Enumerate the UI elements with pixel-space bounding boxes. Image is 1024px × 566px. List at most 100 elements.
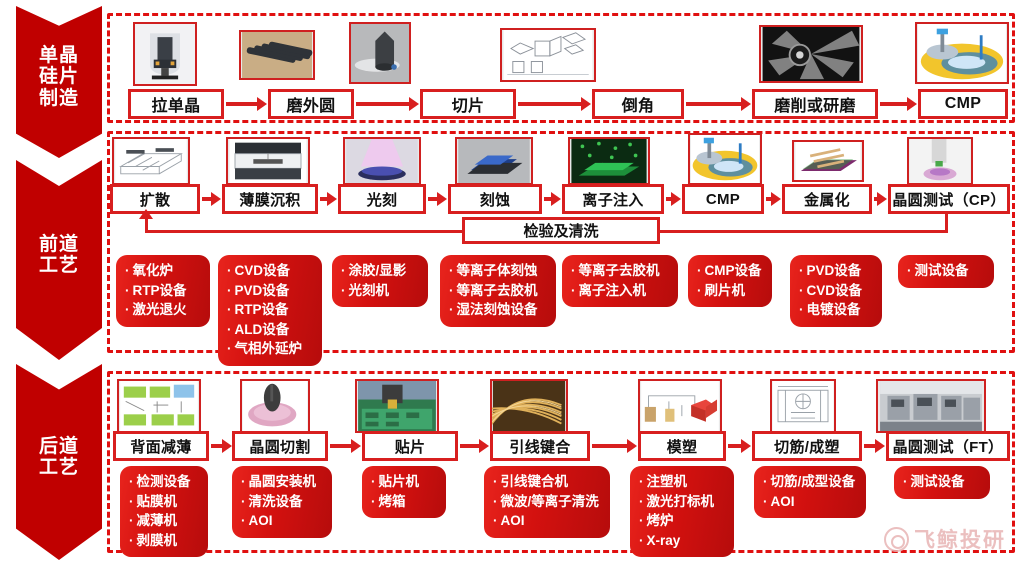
stage-label-line: 工艺 bbox=[38, 457, 79, 478]
equipment-item: 等离子去胶机 bbox=[571, 261, 670, 281]
thumb-etching-render bbox=[455, 137, 533, 185]
equipment-box-cp-test: 测试设备 bbox=[898, 255, 994, 288]
cmp-polish-art bbox=[918, 24, 1006, 82]
step-label: 倒角 bbox=[621, 98, 655, 115]
equipment-box-litho: 涂胶/显影 光刻机 bbox=[332, 255, 428, 308]
flow-arrow bbox=[226, 97, 267, 111]
step-label: 切片 bbox=[451, 98, 485, 115]
stage-label-line: 制造 bbox=[38, 87, 79, 109]
equipment-item: 烤箱 bbox=[371, 492, 438, 512]
stage-label-line: 单晶 bbox=[38, 45, 79, 67]
thumb-wafer-probe-render bbox=[907, 137, 973, 185]
step-box-3-5[interactable]: 模塑 bbox=[638, 431, 726, 461]
equipment-item: X-ray bbox=[639, 531, 726, 551]
step-box-3-6[interactable]: 切筋/成塑 bbox=[752, 431, 862, 461]
equipment-item: 贴膜机 bbox=[129, 492, 200, 512]
equipment-item: 激光打标机 bbox=[639, 492, 726, 512]
equipment-box-wire-bond: 引线键合机 微波/等离子清洗 AOI bbox=[484, 466, 610, 538]
step-label: 金属化 bbox=[804, 191, 850, 209]
flow-arrow bbox=[320, 192, 337, 206]
step-label: 光刻 bbox=[366, 191, 398, 209]
wafer-probe-art bbox=[909, 139, 971, 183]
flow-arrow bbox=[592, 439, 637, 453]
equipment-item: AOI bbox=[763, 492, 858, 512]
flow-arrow bbox=[356, 97, 419, 111]
equipment-item: 等离子去胶机 bbox=[449, 281, 548, 301]
stage-chevron-frontend: 前道 工艺 bbox=[16, 160, 102, 360]
step-box-3-1[interactable]: 背面减薄 bbox=[113, 431, 209, 461]
equipment-box-ft-test: 测试设备 bbox=[894, 466, 990, 499]
step-label: CMP bbox=[705, 190, 741, 208]
flow-arrow bbox=[766, 192, 781, 206]
thumb-backgrinding-diagram bbox=[117, 379, 201, 433]
thumb-ingot-grinding-photo bbox=[239, 30, 315, 80]
thumb-trim-form-diagram bbox=[770, 379, 836, 433]
step-label: 模塑 bbox=[666, 438, 698, 456]
thumb-metallization-render bbox=[792, 140, 864, 182]
die-attach-art bbox=[358, 381, 436, 431]
step-box-2-2[interactable]: 薄膜沉积 bbox=[222, 184, 318, 214]
equipment-item: 氧化炉 bbox=[125, 261, 202, 281]
stage-label-line: 后道 bbox=[38, 435, 79, 457]
thin-film-deposition-art bbox=[229, 139, 307, 183]
step-box-2-1[interactable]: 扩散 bbox=[110, 184, 200, 214]
equipment-item: 检测设备 bbox=[129, 472, 200, 492]
step-box-1-2[interactable]: 磨外圆 bbox=[268, 89, 354, 119]
thumb-crystal-puller-photo bbox=[133, 22, 197, 86]
feedback-line-vertical-left bbox=[145, 219, 148, 233]
step-box-2-8[interactable]: 晶圆测试（CP） bbox=[888, 184, 1010, 214]
equipment-box-metallization: PVD设备 CVD设备 电镀设备 bbox=[790, 255, 882, 327]
step-box-1-3[interactable]: 切片 bbox=[420, 89, 516, 119]
step-box-2-5[interactable]: 离子注入 bbox=[562, 184, 664, 214]
step-box-3-4[interactable]: 引线键合 bbox=[490, 431, 590, 461]
step-box-1-5[interactable]: 磨削或研磨 bbox=[752, 89, 878, 119]
ingot-grinding-art bbox=[242, 32, 313, 78]
flow-arrow bbox=[330, 439, 361, 453]
step-box-2-7[interactable]: 金属化 bbox=[782, 184, 872, 214]
flow-arrow bbox=[880, 97, 917, 111]
step-box-1-1[interactable]: 拉单晶 bbox=[128, 89, 224, 119]
equipment-box-cmp: CMP设备 刷片机 bbox=[688, 255, 772, 308]
flow-arrow bbox=[666, 192, 681, 206]
step-label: 扩散 bbox=[139, 191, 171, 209]
step-label: 背面减薄 bbox=[130, 438, 192, 456]
inspection-cleaning-label: 检验及清洗 bbox=[523, 223, 599, 240]
step-label: 晶圆切割 bbox=[249, 438, 311, 456]
inspection-cleaning-box[interactable]: 检验及清洗 bbox=[462, 217, 660, 244]
thumb-diffusion-furnace-diagram bbox=[112, 137, 190, 185]
equipment-item: 电镀设备 bbox=[799, 300, 874, 320]
equipment-item: PVD设备 bbox=[799, 261, 874, 281]
flow-arrow bbox=[428, 192, 447, 206]
step-box-2-4[interactable]: 刻蚀 bbox=[448, 184, 542, 214]
step-label: 磨削或研磨 bbox=[774, 98, 856, 115]
thumb-cmp-polish-diagram bbox=[915, 22, 1009, 84]
trim-form-art bbox=[772, 381, 834, 431]
flow-arrow bbox=[728, 439, 751, 453]
step-box-3-2[interactable]: 晶圆切割 bbox=[232, 431, 328, 461]
equipment-item: 注塑机 bbox=[639, 472, 726, 492]
equipment-box-die-attach: 贴片机 烤箱 bbox=[362, 466, 446, 519]
equipment-item: CVD设备 bbox=[799, 281, 874, 301]
step-box-1-4[interactable]: 倒角 bbox=[592, 89, 684, 119]
step-label: 贴片 bbox=[394, 438, 426, 456]
thumb-wafer-dicing-render bbox=[240, 379, 310, 433]
step-label: 晶圆测试（FT） bbox=[892, 438, 1004, 456]
thumb-cmp-polish-diagram bbox=[688, 133, 762, 185]
equipment-box-diffusion: 氧化炉 RTP设备 激光退火 bbox=[116, 255, 210, 327]
stage-chevron-ingot: 单晶 硅片 制造 bbox=[16, 6, 102, 158]
thumb-die-attach-photo bbox=[355, 379, 439, 433]
photolithography-art bbox=[346, 139, 418, 183]
equipment-item: 湿法刻蚀设备 bbox=[449, 300, 548, 320]
step-box-2-3[interactable]: 光刻 bbox=[338, 184, 426, 214]
step-label: 切筋/成塑 bbox=[774, 438, 840, 456]
step-label: 拉单晶 bbox=[151, 98, 201, 115]
step-box-3-3[interactable]: 贴片 bbox=[362, 431, 458, 461]
step-box-2-6[interactable]: CMP bbox=[682, 184, 764, 214]
step-box-3-7[interactable]: 晶圆测试（FT） bbox=[886, 431, 1010, 461]
feedback-line-vertical-right bbox=[945, 214, 948, 233]
step-box-1-6[interactable]: CMP bbox=[918, 89, 1008, 119]
thumb-wire-bonding-photo bbox=[490, 379, 568, 433]
thumb-edge-chamfer-diagram bbox=[500, 28, 596, 82]
equipment-item: CVD设备 bbox=[227, 261, 314, 281]
flow-arrow bbox=[518, 97, 591, 111]
